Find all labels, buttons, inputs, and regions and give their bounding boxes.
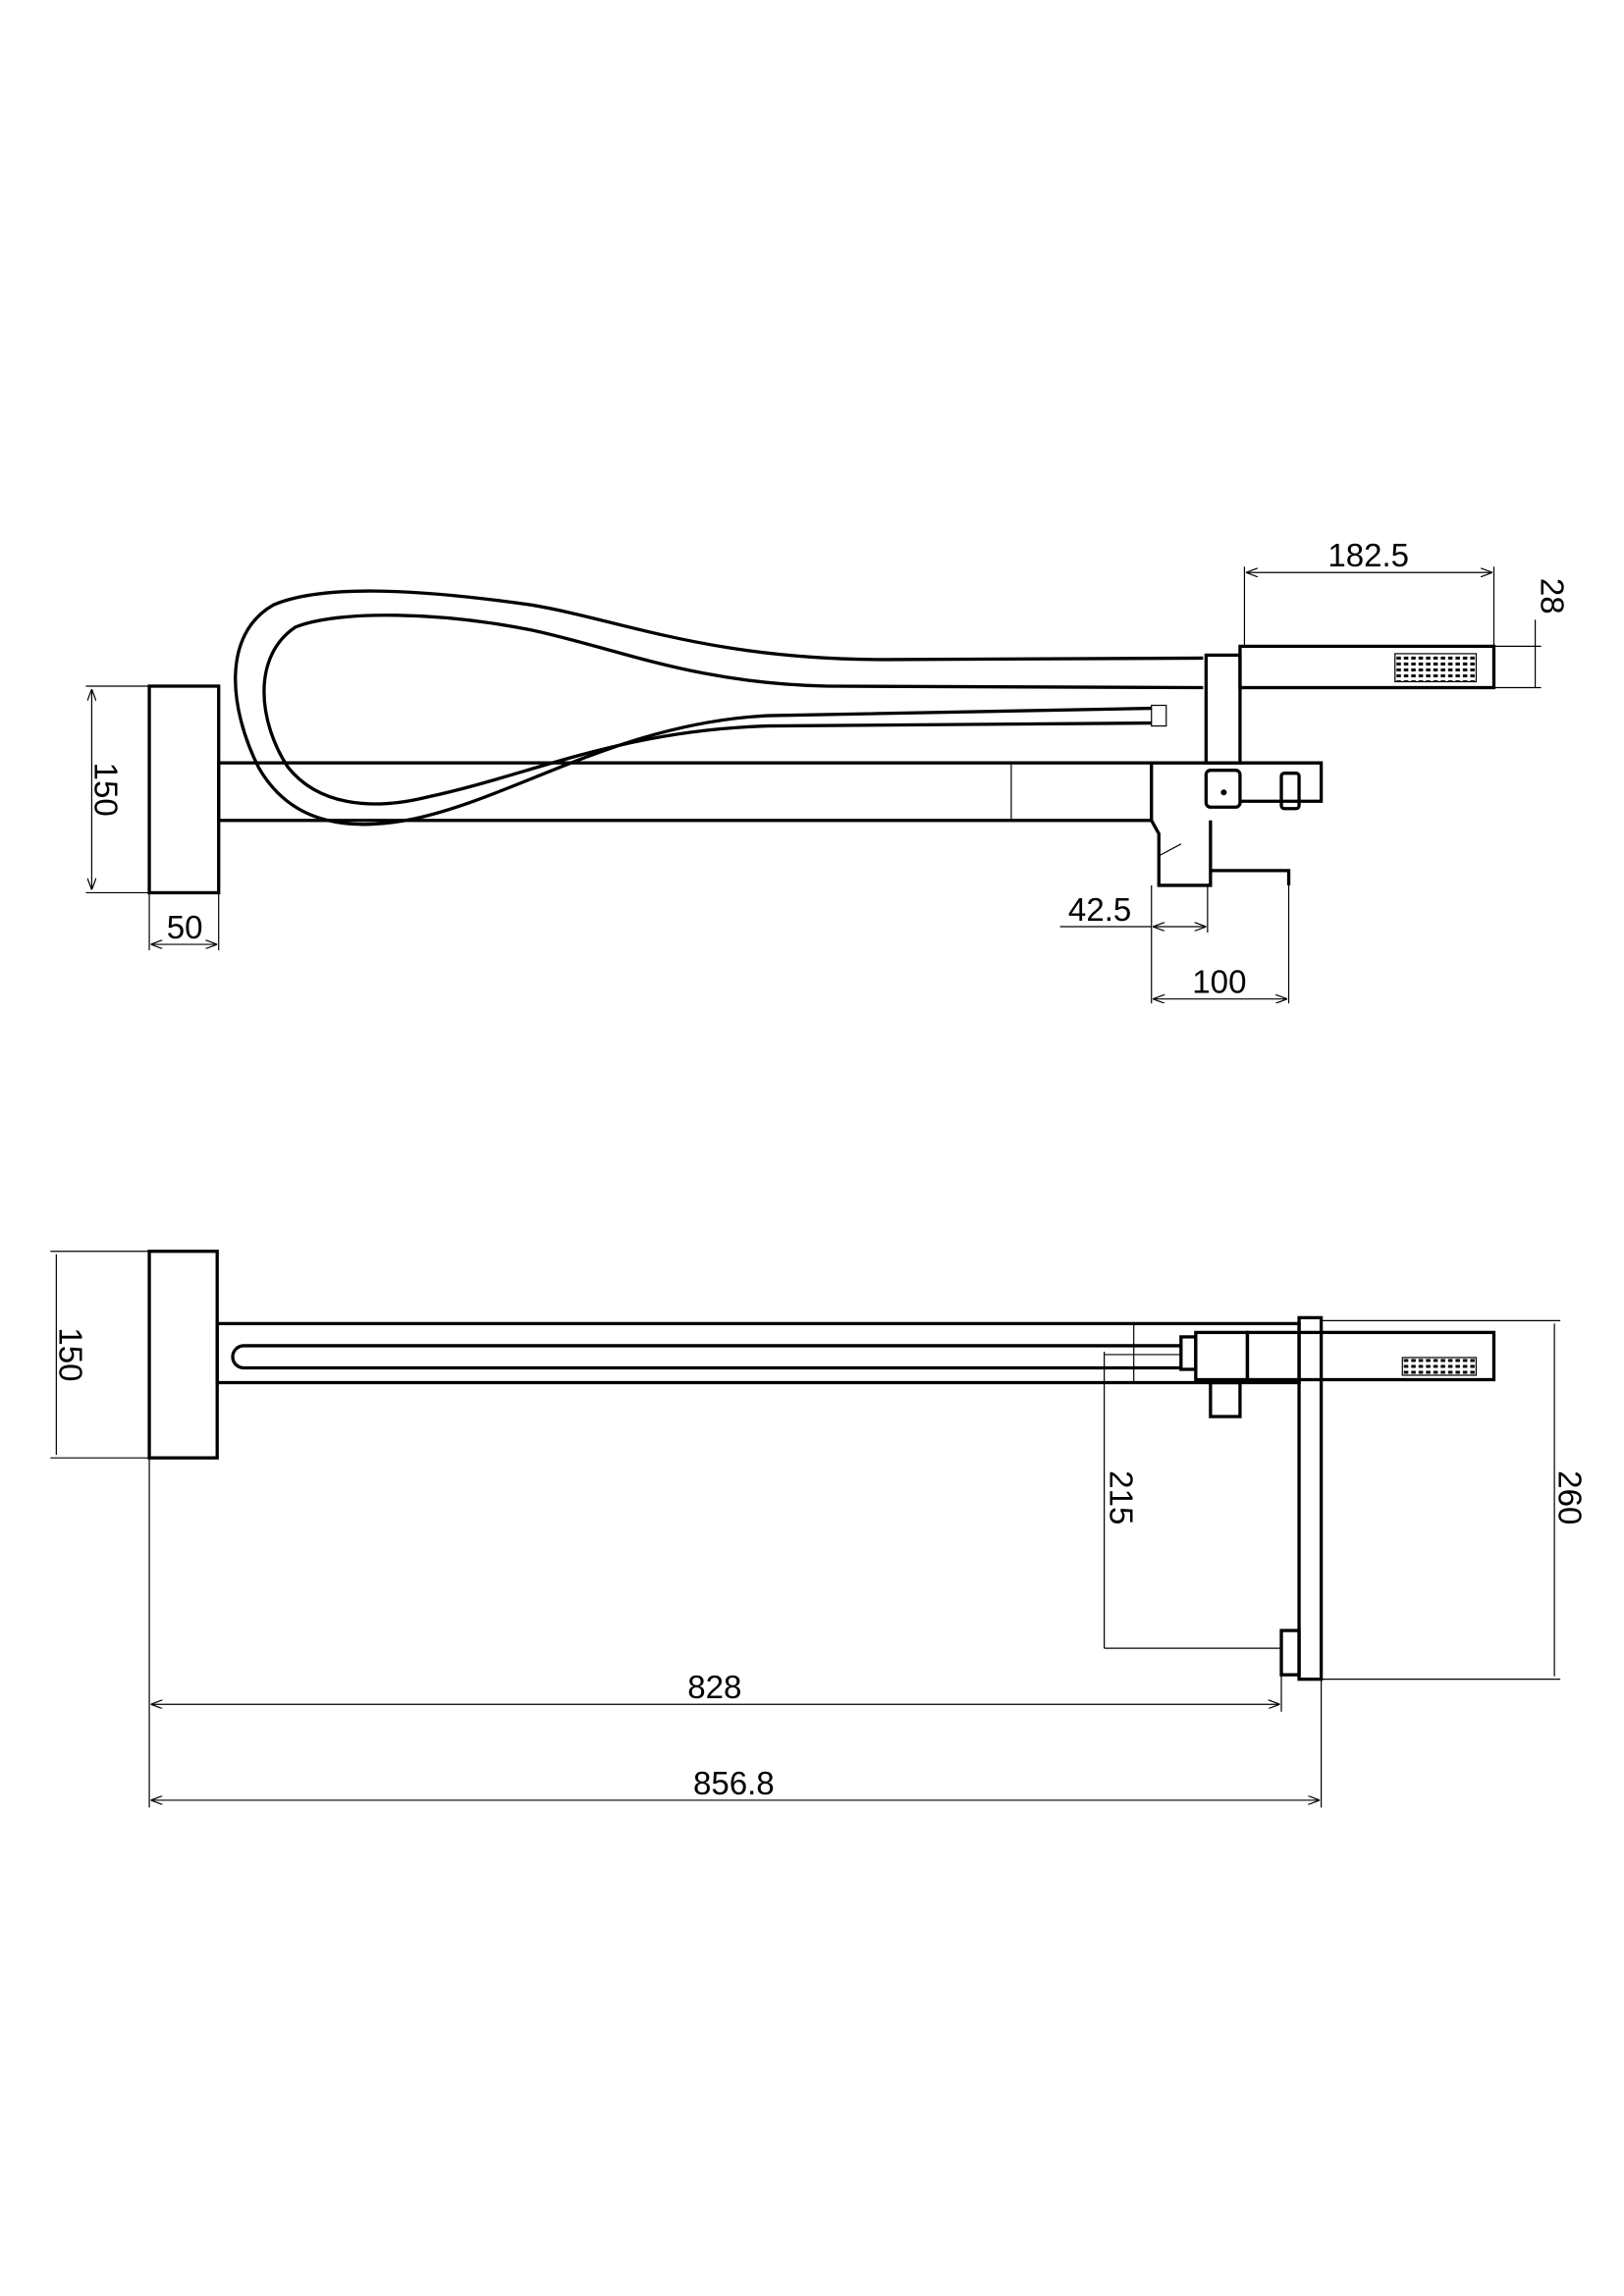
wall-plate: [147, 1250, 219, 1460]
hose-connector: [1194, 1330, 1250, 1382]
dim-label: 260: [1551, 1470, 1588, 1524]
dim-top-plate-depth: 50: [148, 892, 220, 951]
dim-label: 856.8: [693, 1766, 775, 1802]
dim-label: 150: [86, 763, 123, 817]
mixer-knob: [1204, 769, 1242, 809]
dim-label: 50: [167, 910, 203, 946]
mixer-spout: [1209, 1380, 1242, 1418]
dim-total-projection: 856.8: [150, 1679, 1323, 1808]
dim-drop-height: 215: [1103, 1351, 1282, 1649]
spout-bar: [215, 1321, 1301, 1385]
hose-inner: [262, 614, 1204, 806]
hose-nut: [1179, 1335, 1198, 1371]
dim-label: 100: [1192, 965, 1246, 1001]
dim-projection-to-spout: 828: [148, 1458, 1282, 1808]
top-view: 150 50 182.5 28 42.5 100: [85, 538, 1570, 1004]
hose-outer: [234, 589, 1204, 827]
vertical-column: [1297, 1315, 1324, 1682]
shower-holder: [1204, 653, 1242, 765]
handshower: [1245, 1330, 1496, 1382]
dim-label: 828: [687, 1670, 741, 1706]
dim-spout-offset: 42.5: [1059, 884, 1209, 1004]
wall-plate: [147, 684, 221, 895]
shower-spray-face: [1394, 653, 1478, 683]
dim-total-height: 260: [1321, 1319, 1588, 1681]
dim-side-plate-height: 150: [50, 1251, 150, 1459]
dim-label: 215: [1103, 1470, 1139, 1524]
dim-handshower-height: 28: [1493, 578, 1570, 689]
bar-slot: [231, 1344, 1181, 1370]
dim-label: 150: [51, 1327, 87, 1381]
dim-label: 42.5: [1068, 892, 1131, 929]
mixer-body: [1150, 761, 1324, 887]
dim-label: 182.5: [1327, 538, 1409, 574]
handshower: [1238, 644, 1496, 690]
shower-spray-face: [1401, 1357, 1478, 1376]
hose-connector: [1151, 704, 1167, 727]
dim-handshower-length: 182.5: [1243, 538, 1495, 647]
dim-top-plate-height: 150: [85, 685, 150, 894]
dim-spout-width: 100: [1153, 884, 1290, 1004]
dim-label: 28: [1534, 578, 1570, 614]
spout-bar: [217, 761, 1154, 823]
floor-fitting: [1279, 1629, 1301, 1677]
knob-dot: [1220, 789, 1227, 796]
diverter-button: [1279, 772, 1301, 811]
side-view: 150 215 260 828 856.8: [50, 1250, 1588, 1808]
